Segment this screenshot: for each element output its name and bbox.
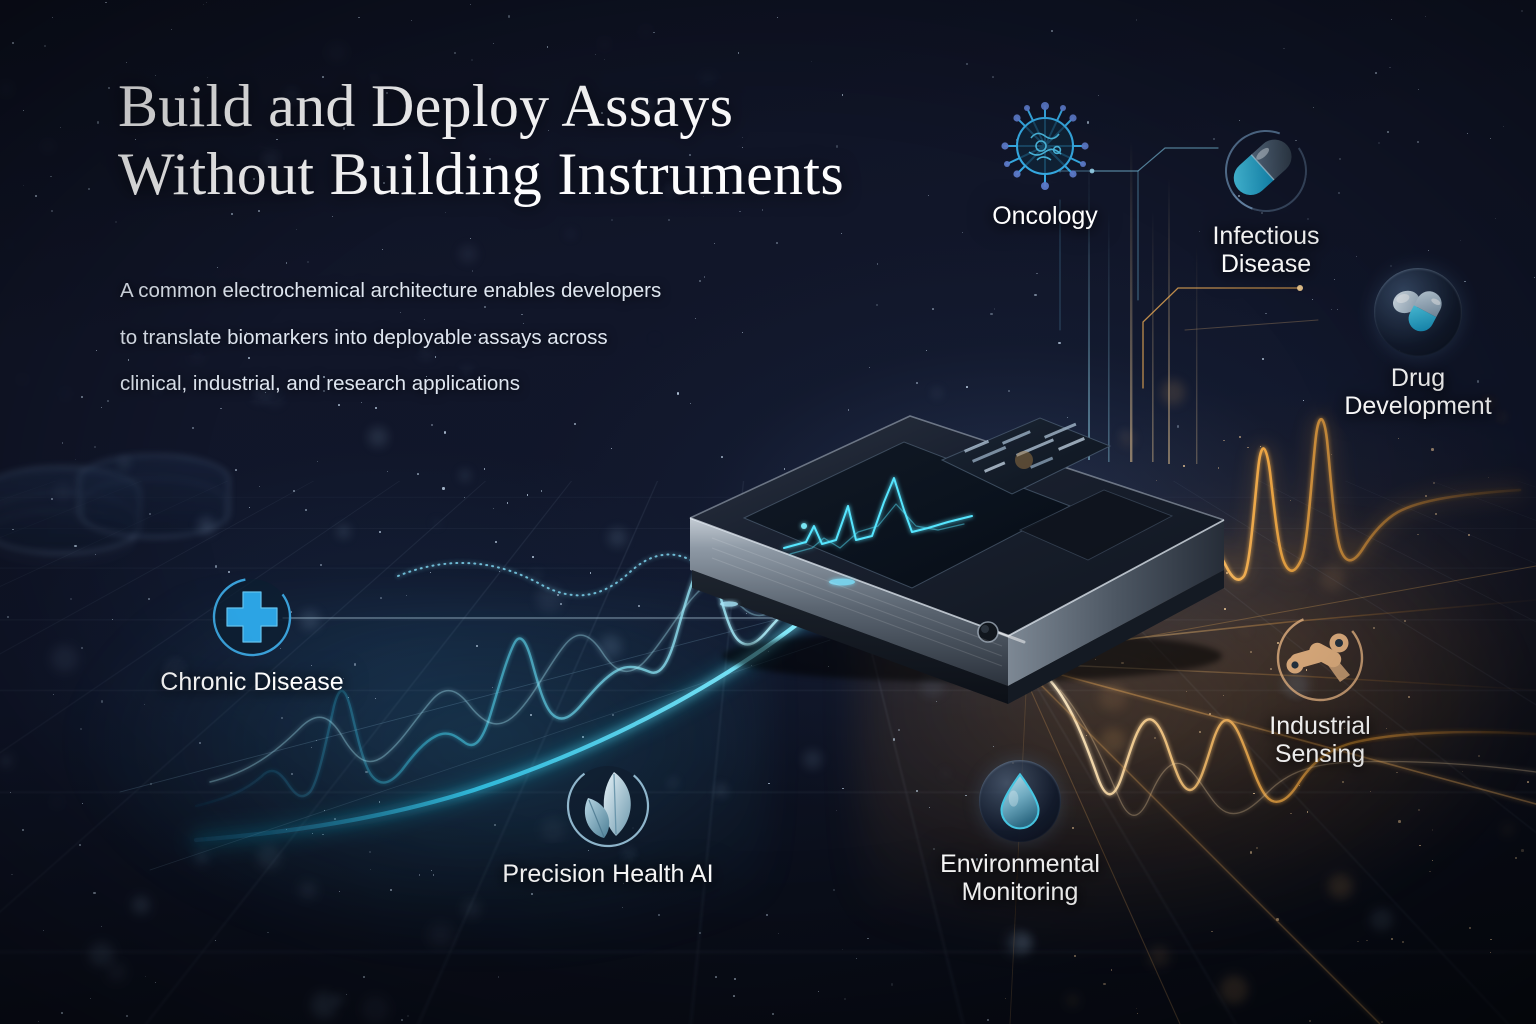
category-node-chronic[interactable]: Chronic Disease	[148, 574, 356, 696]
category-node-oncology[interactable]: Oncology	[955, 98, 1135, 230]
medical-cross-icon	[209, 574, 295, 660]
title-line-1: Build and Deploy Assays	[118, 73, 734, 139]
category-label-drug: Drug Development	[1344, 364, 1492, 420]
category-node-environmental[interactable]: Environmental Monitoring	[920, 760, 1120, 906]
pills-icon	[1374, 268, 1462, 356]
category-label-industrial: Industrial Sensing	[1269, 712, 1371, 768]
subtitle-line-2: to translate biomarkers into deployable …	[120, 325, 608, 349]
virus-icon	[997, 98, 1093, 194]
category-label-oncology: Oncology	[992, 202, 1098, 230]
power-led	[720, 601, 738, 607]
category-node-infectious[interactable]: Infectious Disease	[1182, 116, 1350, 278]
robot-arm-icon	[1274, 612, 1366, 704]
title-line-2: Without Building Instruments	[118, 141, 844, 208]
category-label-environmental: Environmental Monitoring	[940, 850, 1100, 906]
leaf-icon	[562, 760, 654, 852]
category-label-chronic: Chronic Disease	[160, 668, 344, 696]
petri-dish-stack	[0, 452, 232, 570]
category-label-precision: Precision Health AI	[502, 860, 714, 888]
capsule-pill-icon	[1211, 116, 1321, 226]
subtitle-line-3: clinical, industrial, and research appli…	[120, 372, 520, 396]
page-subtitle: A common electrochemical architecture en…	[120, 268, 880, 408]
benchtop-analyzer	[672, 398, 1242, 704]
subtitle-line-1: A common electrochemical architecture en…	[120, 279, 662, 302]
status-led	[829, 578, 855, 586]
category-node-precision[interactable]: Precision Health AI	[498, 760, 718, 888]
category-node-industrial[interactable]: Industrial Sensing	[1222, 612, 1418, 768]
water-drop-icon	[979, 760, 1061, 842]
page-title: Build and Deploy Assays Without Building…	[118, 72, 978, 209]
category-node-drug[interactable]: Drug Development	[1318, 268, 1518, 420]
